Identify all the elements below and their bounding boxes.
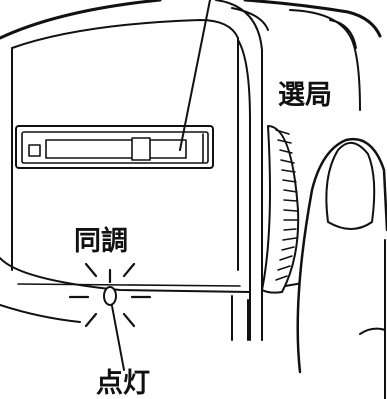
body-right-panel bbox=[289, 9, 361, 111]
hand-crease bbox=[359, 327, 386, 335]
tuning-knob-ridges bbox=[275, 129, 298, 281]
indicator-lamp bbox=[103, 286, 117, 306]
lamp-leader-line bbox=[111, 305, 125, 371]
body-side-inner bbox=[237, 39, 251, 341]
tuning-knob-outline bbox=[261, 125, 300, 294]
display-scale-strip bbox=[45, 139, 187, 159]
body-side-curve-2 bbox=[231, 7, 269, 31]
display-pointer bbox=[131, 137, 151, 161]
display-window-inner bbox=[21, 131, 209, 164]
hand-thumb bbox=[296, 137, 387, 374]
body-side-curve-1 bbox=[215, 0, 263, 131]
body-bottom-left-2 bbox=[231, 295, 263, 341]
display-window-outer bbox=[15, 125, 214, 169]
face-bottom-line bbox=[17, 283, 241, 287]
housing-top-edge-right bbox=[243, 0, 382, 38]
display-small-square bbox=[28, 144, 41, 157]
tuning-knob-label: 選局 bbox=[278, 80, 332, 111]
lamp-lit-label: 点灯 bbox=[96, 368, 150, 399]
display-leader-line bbox=[179, 0, 211, 151]
thumb-nail bbox=[325, 142, 376, 230]
housing-top-edge bbox=[0, 0, 162, 40]
body-bottom-left bbox=[0, 304, 81, 323]
face-panel-outline bbox=[11, 19, 239, 271]
sync-indicator-label: 同調 bbox=[74, 226, 128, 257]
body-right-panel-2 bbox=[329, 19, 357, 49]
lamp-rays bbox=[68, 262, 152, 328]
